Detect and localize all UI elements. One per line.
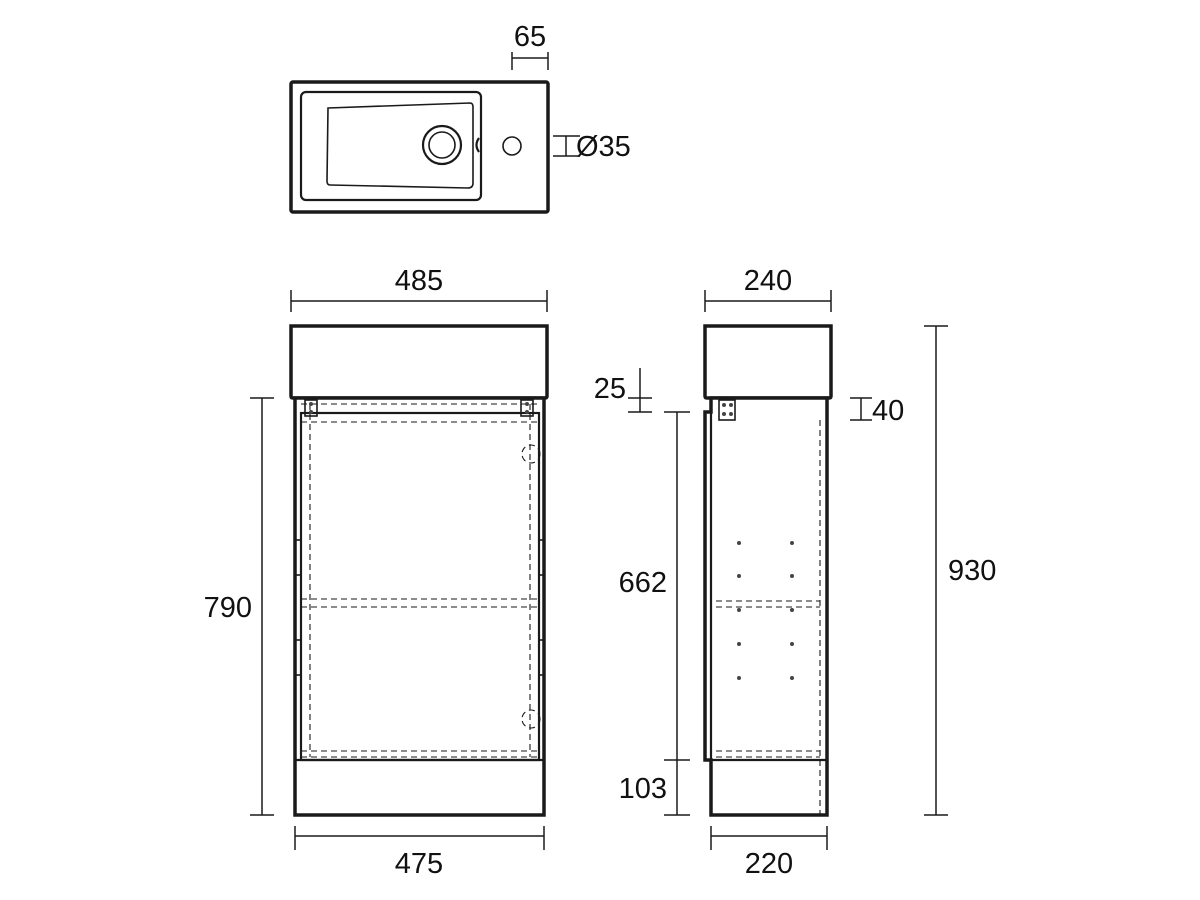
front-view-hinge-top: [521, 444, 541, 464]
side-view-pin-5: [737, 608, 741, 612]
top-view-tap-hole: [502, 136, 522, 156]
top-view-waste-outlet-outer: [421, 124, 463, 166]
side-view-bracket-screw-3: [722, 412, 726, 416]
top-view-basin-outline: [289, 80, 550, 214]
side-view-pin-7: [737, 642, 741, 646]
front-view-bracket-screw-1: [309, 402, 313, 406]
front-view-bracket-left: [304, 399, 318, 417]
dim-662-label: 662: [619, 567, 667, 599]
dim-220-label: 220: [745, 848, 793, 880]
top-view-basin-bowl: [326, 102, 474, 189]
top-view-waste-outlet-inner: [428, 131, 456, 159]
side-view-pin-4: [790, 574, 794, 578]
top-view-overflow-mark: [475, 137, 480, 153]
side-view-bracket-screw-2: [729, 403, 733, 407]
dim-103-label: 103: [619, 773, 667, 805]
front-view-bracket-screw-2: [309, 410, 313, 414]
dim-930-label: 930: [948, 555, 996, 587]
dim-dia35-label: Ø35: [576, 131, 631, 163]
side-view-pin-10: [790, 676, 794, 680]
top-view-basin-inner-rim: [299, 90, 483, 202]
dim-475-label: 475: [395, 848, 443, 880]
front-view-bracket-screw-4: [525, 410, 529, 414]
dim-65-label: 65: [514, 21, 546, 53]
dim-485-label: 485: [395, 265, 443, 297]
side-view: 240 930: [594, 265, 997, 880]
top-view: 65 Ø35: [289, 21, 631, 214]
side-view-pin-2: [790, 541, 794, 545]
side-view-pin-3: [737, 574, 741, 578]
front-view: 485: [204, 265, 549, 880]
side-view-basin: [703, 324, 833, 400]
side-view-pin-8: [790, 642, 794, 646]
side-view-bracket-screw-1: [722, 403, 726, 407]
side-view-pin-6: [790, 608, 794, 612]
side-view-bracket-screw-4: [729, 412, 733, 416]
front-view-bracket-right: [520, 399, 534, 417]
dim-40-label: 40: [872, 395, 904, 427]
side-view-pin-9: [737, 676, 741, 680]
front-view-bracket-screw-3: [525, 402, 529, 406]
dim-790-label: 790: [204, 592, 252, 624]
side-view-bracket: [718, 399, 736, 421]
front-view-hinge-bottom: [521, 709, 541, 729]
dim-25-label: 25: [594, 373, 626, 405]
dim-240-label: 240: [744, 265, 792, 297]
front-view-basin: [289, 324, 549, 400]
side-view-pin-1: [737, 541, 741, 545]
